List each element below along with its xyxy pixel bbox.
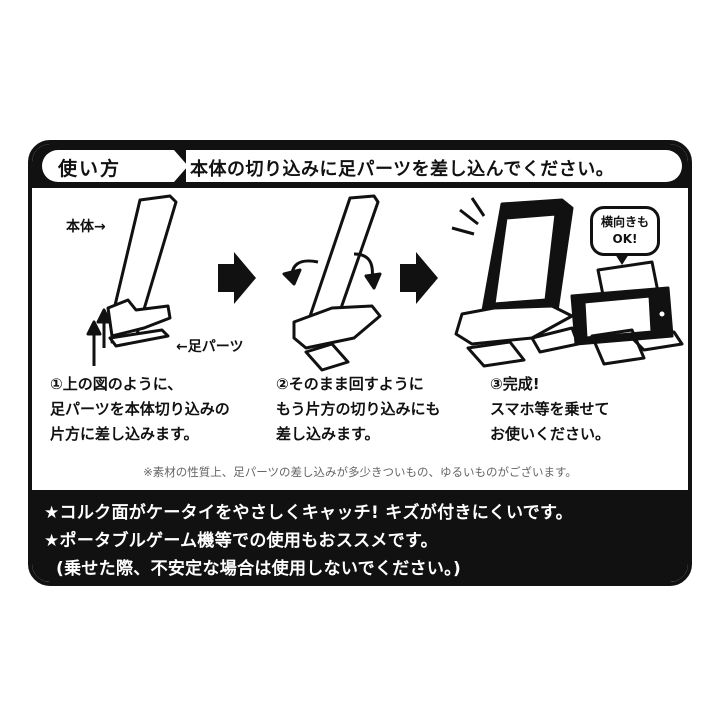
instruction-card: 使い方 本体の切り込みに足パーツを差し込んでください。 [28,140,692,586]
step-2-line1: ②そのまま回すように [276,375,424,393]
header-instruction: 本体の切り込みに足パーツを差し込んでください。 [186,150,682,182]
steps-section: ①上の図のように、 足パーツを本体切り込みの 片方に差し込みます。 ②そのまま回… [32,372,688,462]
footer-line-2: ★ポータブルゲーム機等での使用もおススメです。 [44,531,438,551]
step1-figure [86,194,178,366]
header-bar: 使い方 本体の切り込みに足パーツを差し込んでください。 [32,144,688,188]
step-3: ③完成! スマホ等を乗せて お使いください。 [490,372,610,447]
step-1-line2: 足パーツを本体切り込みの [50,400,230,418]
landscape-ok-bubble: 横向きも OK! [590,206,660,265]
step-3-line3: お使いください。 [490,425,611,443]
assembly-illustration: 本体→ ←足パーツ [32,188,688,378]
step-arrow-2 [400,252,438,304]
footer-line-1: ★コルク面がケータイをやさしくキャッチ! キズが付きにくいです。 [44,503,573,523]
step-1-line3: 片方に差し込みます。 [50,425,199,443]
footer-panel: ★コルク面がケータイをやさしくキャッチ! キズが付きにくいです。 ★ポータブルゲ… [32,490,688,582]
footer-line-3: (乗せた際、不安定な場合は使用しないでください。) [56,559,462,579]
step-2: ②そのまま回すように もう片方の切り込みにも 差し込みます。 [276,372,441,447]
step2-figure [282,194,382,372]
step-3-line2: スマホ等を乗せて [490,400,610,418]
step3-landscape-figure [570,260,684,366]
step-2-line3: 差し込みます。 [276,425,380,443]
step-1-line1: ①上の図のように、 [50,375,183,393]
step-arrow-1 [218,252,256,304]
body-label: 本体→ [66,219,106,235]
usage-tab-label: 使い方 [58,158,122,180]
step-1: ①上の図のように、 足パーツを本体切り込みの 片方に差し込みます。 [50,372,230,447]
usage-tab: 使い方 [42,150,188,182]
step-2-line2: もう片方の切り込みにも [276,400,441,418]
header-instruction-text: 本体の切り込みに足パーツを差し込んでください。 [190,159,615,180]
bubble-line1: 横向きも [600,215,649,229]
step-3-line1: ③完成! [490,375,540,393]
leg-part-label: ←足パーツ [176,339,244,355]
material-note: ※素材の性質上、足パーツの差し込みが多少きついもの、ゆるいものがございます。 [143,465,577,479]
bubble-line2: OK! [612,232,638,246]
step3-figure [451,197,580,368]
